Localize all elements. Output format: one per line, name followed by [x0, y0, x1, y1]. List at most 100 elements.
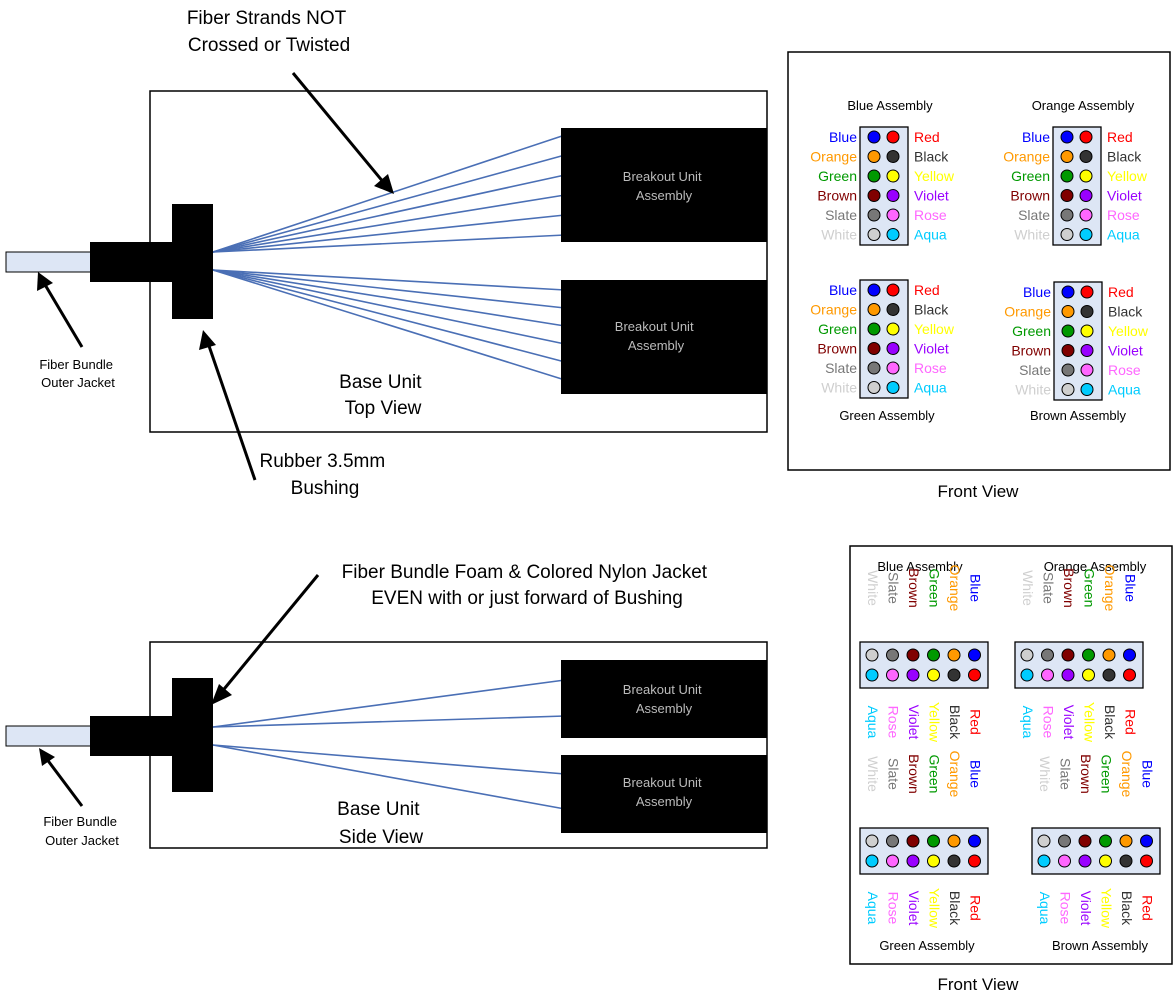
fiber-color-label: Black [914, 302, 949, 318]
breakout-unit-label: Breakout Unit Assembly [623, 682, 705, 716]
fiber-dot [1060, 150, 1074, 163]
fiber-color-label: Brown [817, 188, 857, 204]
fiber-color-label: Aqua [1108, 382, 1141, 398]
front-view-bottom: Blue Assembly Orange Assembly Green Asse… [849, 545, 1173, 992]
assembly-connector: WhiteAquaSlateRoseBrownVioletGreenYellow… [1031, 751, 1161, 929]
bushing-label: Rubber 3.5mm Bushing [260, 451, 391, 499]
fiber-color-label: Yellow [927, 702, 943, 743]
fiber-dot [1060, 228, 1074, 241]
fiber-dot [867, 322, 881, 336]
fiber-color-label: Slate [825, 360, 857, 376]
fiber-color-label: Blue [1140, 760, 1156, 788]
fiber-dot [1079, 228, 1093, 241]
fiber-strand [212, 269, 566, 291]
fiber-color-label: Green [1099, 755, 1115, 794]
fiber-dot [1079, 150, 1093, 163]
breakout-unit-label: Breakout Unit Assembly [615, 319, 697, 353]
fiber-color-label: Black [1107, 149, 1142, 165]
fiber-strand [212, 744, 566, 775]
fiber-color-label: Black [1108, 304, 1143, 320]
fiber-color-label: Black [914, 149, 949, 165]
fiber-dot [1140, 834, 1153, 848]
fiber-dot [886, 668, 899, 682]
connector-panel [1031, 827, 1161, 875]
fiber-dot [1080, 383, 1094, 396]
fiber-color-label: Red [968, 895, 984, 921]
fiber-color-label: Green [1082, 569, 1098, 608]
foam-jacket-note: Fiber Bundle Foam & Colored Nylon Jacket… [342, 562, 713, 609]
fiber-color-label: Rose [914, 360, 947, 376]
jacket-arrow [42, 282, 84, 348]
jacket-collar [90, 716, 174, 756]
fiber-color-label: Orange [947, 565, 963, 612]
assembly-connector: WhiteAquaSlateRoseBrownVioletGreenYellow… [859, 751, 989, 929]
fiber-dot [886, 342, 900, 355]
fiber-color-label: Violet [1078, 891, 1094, 926]
fiber-dot [1041, 648, 1054, 662]
fiber-color-label: Yellow [1099, 888, 1115, 929]
fiber-color-label: Slate [1058, 758, 1074, 790]
front-view-label: Front View [938, 482, 1020, 501]
fiber-dot [867, 130, 881, 144]
fiber-color-label: Red [914, 129, 940, 145]
front-view-frame [849, 545, 1173, 965]
assembly-title-blue: Blue Assembly [877, 559, 963, 574]
fiber-dot [867, 381, 881, 394]
fiber-color-label: Aqua [1037, 892, 1053, 925]
fiber-color-label: Blue [829, 282, 857, 298]
breakout-unit-block [561, 660, 767, 738]
fiber-dot [886, 834, 899, 848]
fiber-color-label: Blue [1123, 574, 1139, 602]
foam-jacket-arrow [218, 574, 320, 695]
fiber-strand [212, 269, 566, 345]
fiber-dot [865, 668, 879, 682]
fiber-dot [867, 189, 881, 202]
fiber-dot [1060, 130, 1074, 144]
fiber-strands-note: Fiber Strands NOT Crossed or Twisted [187, 8, 351, 56]
fiber-color-label: Brown [1011, 343, 1051, 359]
jacket-collar [90, 242, 174, 282]
base-unit-label: Base Unit Side View [337, 799, 425, 848]
fiber-color-label: Yellow [914, 321, 955, 337]
horizontal-assembly-panels: WhiteAquaSlateRoseBrownVioletGreenYellow… [859, 565, 1161, 929]
fiber-strand [212, 744, 566, 810]
fiber-dot [1080, 285, 1094, 299]
fiber-color-label: Aqua [1020, 706, 1036, 739]
fiber-color-label: Yellow [1082, 702, 1098, 743]
fiber-color-label: Orange [1102, 565, 1118, 612]
rubber-bushing [172, 678, 213, 792]
bushing-arrow [206, 342, 257, 481]
fiber-color-label: Violet [1108, 343, 1143, 359]
assembly-title-blue: Blue Assembly [847, 98, 933, 113]
assembly-title-brown: Brown Assembly [1030, 408, 1127, 423]
breakout-unit-label: Breakout Unit Assembly [623, 169, 705, 203]
connector-panel [859, 126, 909, 246]
fiber-dot [1079, 130, 1093, 144]
fiber-color-label: Yellow [927, 888, 943, 929]
fiber-color-label: White [1037, 756, 1053, 792]
fiber-dot [906, 834, 920, 848]
fiber-strand [212, 269, 566, 309]
fiber-color-label: Red [1108, 284, 1134, 300]
fiber-dot [886, 130, 900, 144]
fiber-strand [212, 269, 566, 363]
fiber-dot [1020, 648, 1034, 662]
fiber-dot [886, 322, 900, 336]
fiber-color-label: Red [968, 709, 984, 735]
fiber-color-label: Slate [825, 207, 857, 223]
fiber-color-label: Yellow [914, 168, 955, 184]
fiber-dot [1102, 668, 1116, 682]
fiber-color-label: Aqua [914, 227, 947, 243]
front-view-top: Blue Assembly Orange Assembly Green Asse… [787, 51, 1171, 501]
arrow-head [199, 330, 216, 350]
fiber-color-label: White [821, 380, 857, 396]
fiber-strand [212, 679, 566, 728]
front-view-frame [787, 51, 1171, 471]
fiber-dot [968, 668, 981, 682]
fiber-color-label: Blue [968, 760, 984, 788]
fiber-color-label: Aqua [914, 380, 947, 396]
fiber-color-label: Slate [1041, 572, 1057, 604]
fiber-color-label: Brown [1061, 568, 1077, 608]
